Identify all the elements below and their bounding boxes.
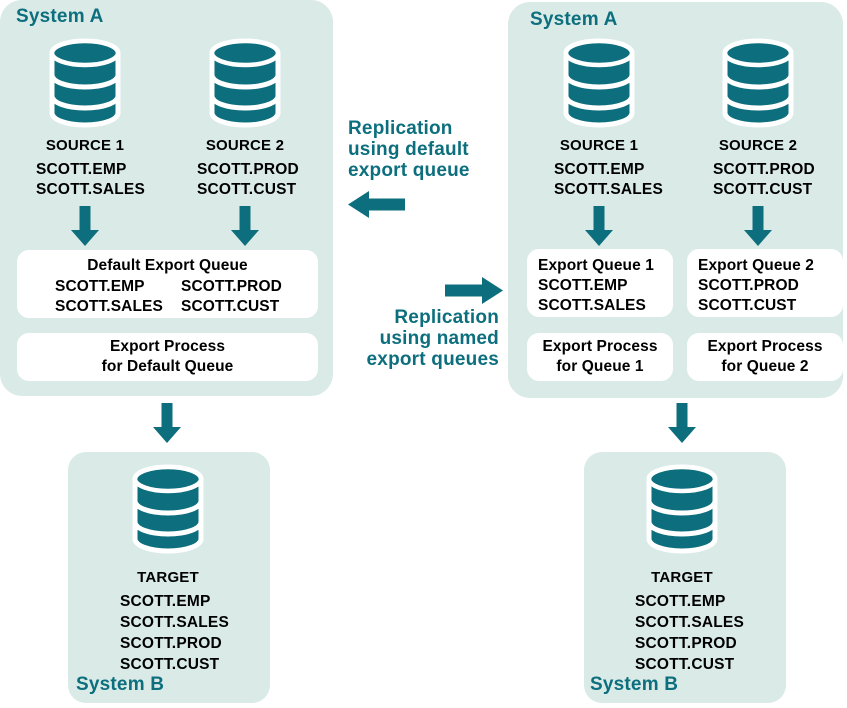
export-process-queue1-box: Export Process for Queue 1	[527, 333, 673, 381]
system-a-title: System A	[16, 6, 104, 27]
down-arrow-icon	[668, 403, 696, 443]
queue-box-title: Export Queue 1	[538, 257, 654, 274]
target-tables: SCOTT.EMP SCOTT.SALES SCOTT.PROD SCOTT.C…	[120, 591, 229, 675]
down-arrow-icon	[744, 206, 772, 246]
process-line: Export Process	[109, 338, 226, 355]
source1-tables: SCOTT.EMP SCOTT.SALES	[554, 160, 663, 200]
replication-default-label: Replication using default export queue	[348, 118, 518, 181]
source2-tables: SCOTT.PROD SCOTT.CUST	[197, 160, 299, 200]
table-name: SCOTT.SALES	[36, 181, 145, 198]
database-icon	[722, 40, 794, 128]
table-name: SCOTT.PROD	[197, 161, 299, 178]
down-arrow-icon	[231, 206, 259, 246]
queue-column-1: SCOTT.EMP SCOTT.SALES	[55, 277, 163, 317]
system-a-title: System A	[530, 9, 618, 30]
database-icon	[646, 466, 718, 554]
table-name: SCOTT.CUST	[635, 656, 735, 673]
table-name: SCOTT.SALES	[635, 614, 744, 631]
target-tables: SCOTT.EMP SCOTT.SALES SCOTT.PROD SCOTT.C…	[635, 591, 744, 675]
process-line: for Queue 2	[721, 358, 809, 375]
queue-column-2: SCOTT.PROD SCOTT.CUST	[181, 277, 282, 317]
left-arrow-icon	[348, 191, 405, 218]
source1-label: SOURCE 1	[45, 137, 125, 154]
label-line: using default	[348, 139, 469, 160]
label-line: using named	[379, 328, 499, 349]
process-line: Export Process	[542, 338, 658, 355]
panel-system-b-right: TARGET SCOTT.EMP SCOTT.SALES SCOTT.PROD …	[584, 452, 786, 703]
process-line: for Queue 1	[556, 358, 644, 375]
source1-label: SOURCE 1	[559, 137, 639, 154]
table-name: SCOTT.PROD	[698, 277, 799, 294]
label-line: export queues	[366, 349, 499, 370]
down-arrow-icon	[153, 403, 181, 443]
right-arrow-icon	[445, 277, 503, 304]
process-line: Export Process	[707, 338, 823, 355]
table-name: SCOTT.EMP	[55, 278, 145, 295]
table-name: SCOTT.EMP	[120, 593, 211, 610]
down-arrow-icon	[71, 206, 99, 246]
table-name: SCOTT.SALES	[120, 614, 229, 631]
queue-box-title: Export Queue 2	[698, 257, 814, 274]
process-line: for Default Queue	[101, 358, 234, 375]
table-name: SCOTT.CUST	[713, 181, 813, 198]
replication-named-label: Replication using named export queues	[329, 307, 499, 370]
panel-system-b-left: TARGET SCOTT.EMP SCOTT.SALES SCOTT.PROD …	[68, 452, 270, 703]
table-name: SCOTT.CUST	[197, 181, 297, 198]
target-label: TARGET	[137, 569, 199, 586]
table-name: SCOTT.SALES	[554, 181, 663, 198]
system-b-title: System B	[590, 674, 679, 695]
system-b-title: System B	[76, 674, 165, 695]
database-icon	[209, 40, 281, 128]
source2-label: SOURCE 2	[205, 137, 285, 154]
table-name: SCOTT.PROD	[181, 278, 282, 295]
table-name: SCOTT.EMP	[538, 277, 628, 294]
table-name: SCOTT.EMP	[36, 161, 127, 178]
panel-system-a-named: System A SOURCE 1 SOURCE 2 SCOTT.EMP SCO…	[508, 2, 843, 398]
table-name: SCOTT.CUST	[181, 298, 280, 315]
table-name: SCOTT.PROD	[120, 635, 222, 652]
table-name: SCOTT.SALES	[538, 297, 646, 314]
queue-box-title: Default Export Queue	[87, 257, 248, 274]
label-line: export queue	[348, 160, 470, 181]
target-label: TARGET	[651, 569, 713, 586]
database-icon	[563, 40, 635, 128]
export-process-default-box: Export Process for Default Queue	[17, 333, 318, 381]
default-export-queue-box: Default Export Queue SCOTT.EMP SCOTT.SAL…	[17, 250, 318, 318]
table-name: SCOTT.PROD	[635, 635, 737, 652]
source2-label: SOURCE 2	[718, 137, 798, 154]
table-name: SCOTT.CUST	[698, 297, 797, 314]
source2-tables: SCOTT.PROD SCOTT.CUST	[713, 160, 815, 200]
source1-tables: SCOTT.EMP SCOTT.SALES	[36, 160, 145, 200]
label-line: Replication	[394, 307, 499, 328]
export-queue-1-box: Export Queue 1 SCOTT.EMP SCOTT.SALES	[527, 249, 673, 317]
table-name: SCOTT.EMP	[635, 593, 726, 610]
label-line: Replication	[348, 118, 453, 139]
down-arrow-icon	[585, 206, 613, 246]
export-queue-2-box: Export Queue 2 SCOTT.PROD SCOTT.CUST	[687, 249, 843, 317]
database-icon	[49, 40, 121, 128]
table-name: SCOTT.CUST	[120, 656, 220, 673]
table-name: SCOTT.EMP	[554, 161, 645, 178]
table-name: SCOTT.SALES	[55, 298, 163, 315]
export-process-queue2-box: Export Process for Queue 2	[687, 333, 843, 381]
database-icon	[132, 466, 204, 554]
table-name: SCOTT.PROD	[713, 161, 815, 178]
panel-system-a-default: System A SOURCE 1 SOURCE 2 SCOTT.EMP SCO…	[0, 0, 333, 396]
